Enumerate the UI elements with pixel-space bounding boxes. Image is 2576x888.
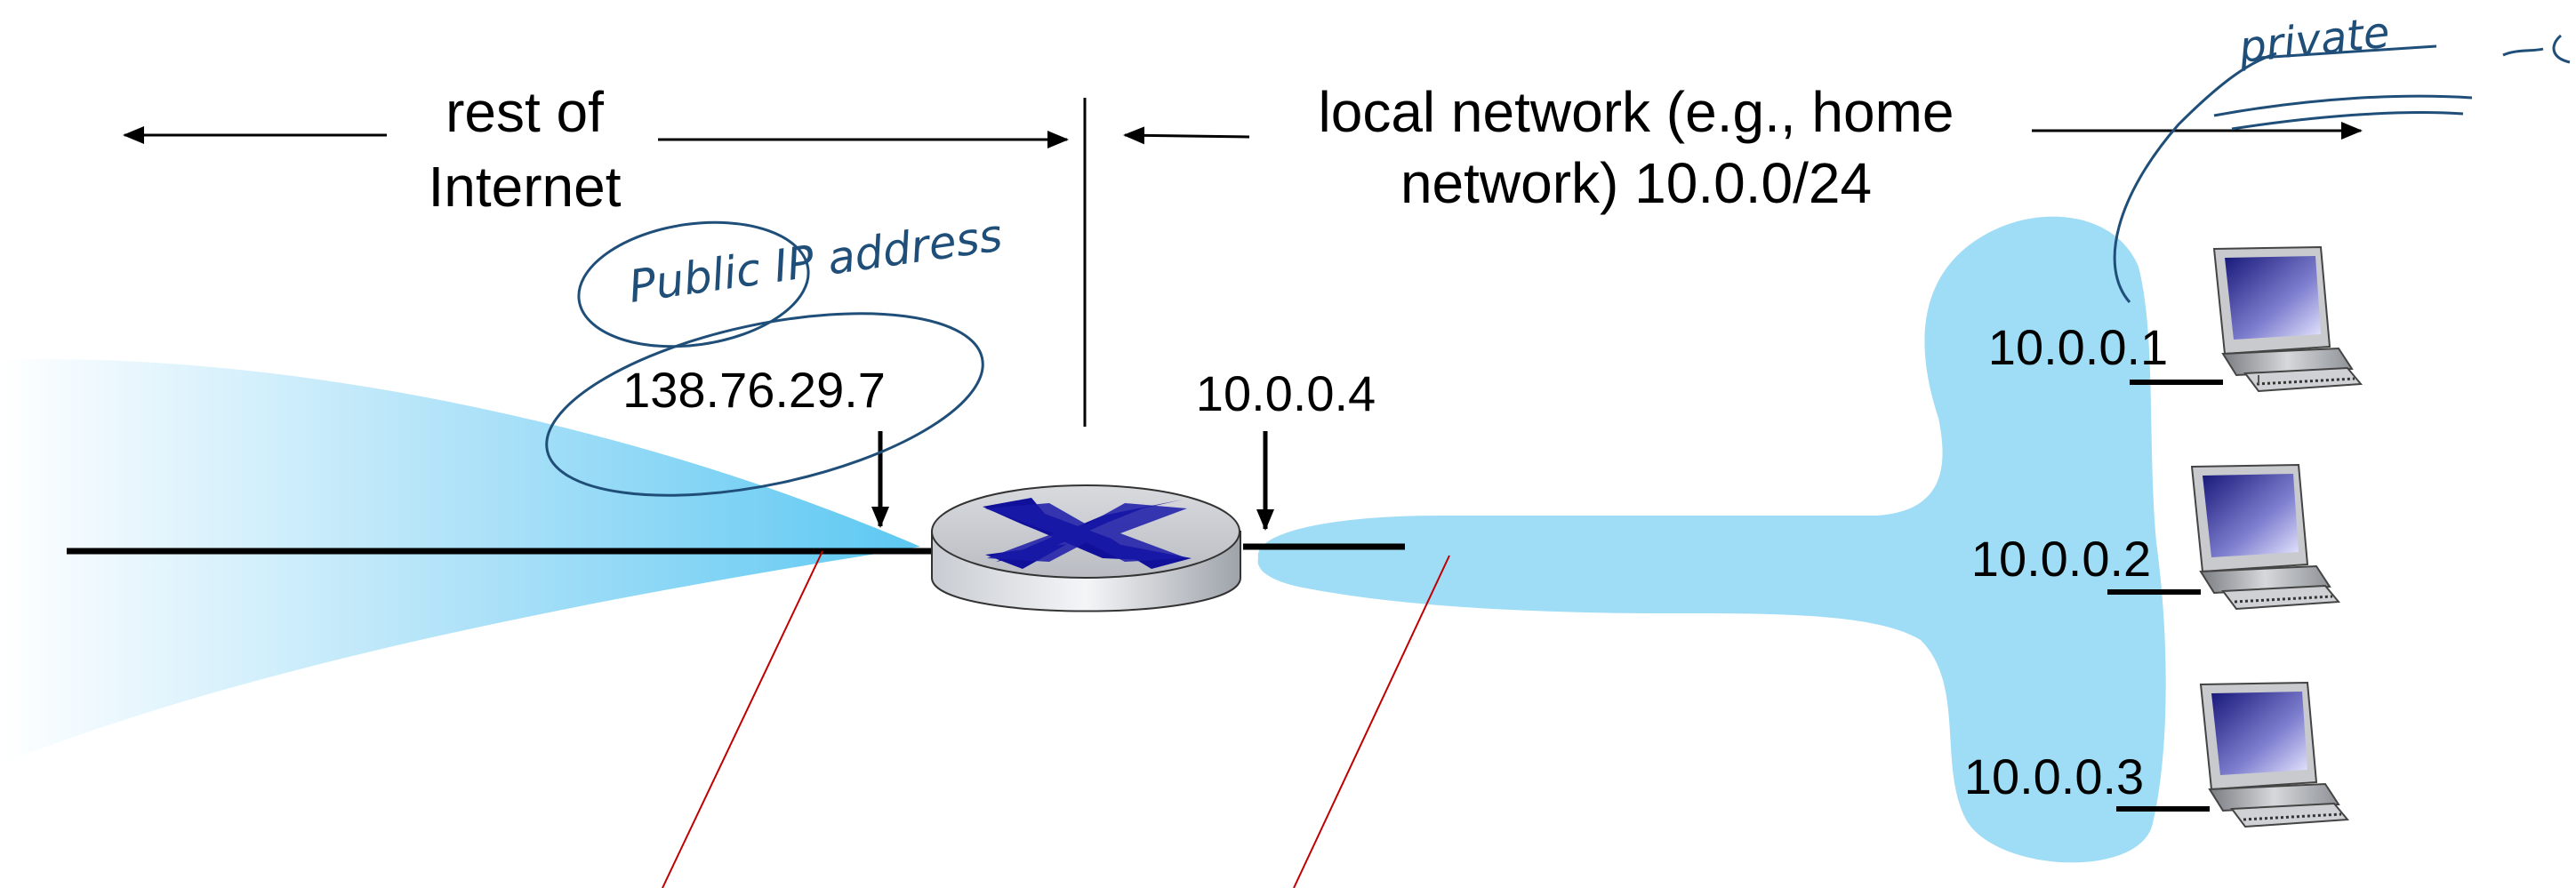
router-local-address-label: 10.0.0.4 bbox=[1196, 365, 1376, 421]
host3-address-label: 10.0.0.3 bbox=[1964, 748, 2144, 804]
host-computer-2 bbox=[2190, 463, 2341, 611]
local-network-label-line2: network) 10.0.0/24 bbox=[1400, 151, 1872, 215]
host-computer-3 bbox=[2199, 681, 2350, 828]
local-network-left-arrow bbox=[1123, 126, 1250, 145]
host-computer-1 bbox=[2212, 245, 2363, 393]
public-address-label: 138.76.29.7 bbox=[622, 362, 886, 418]
red-line-right bbox=[1293, 555, 1450, 888]
red-line-left bbox=[662, 550, 823, 888]
handwritten-private-annotation: private bbox=[2113, 8, 2571, 303]
rest-of-internet-label-line1: rest of bbox=[445, 80, 604, 144]
local-network-cloud bbox=[1257, 216, 2166, 863]
host1-address-label: 10.0.0.1 bbox=[1988, 319, 2168, 375]
handwritten-private-text: private bbox=[2235, 8, 2392, 74]
local-network-label-line1: local network (e.g., home bbox=[1319, 80, 1954, 144]
internet-cloud bbox=[0, 359, 920, 764]
rest-of-internet-label-line2: Internet bbox=[428, 155, 621, 219]
nat-router bbox=[931, 484, 1241, 612]
host2-address-label: 10.0.0.2 bbox=[1971, 531, 2151, 587]
